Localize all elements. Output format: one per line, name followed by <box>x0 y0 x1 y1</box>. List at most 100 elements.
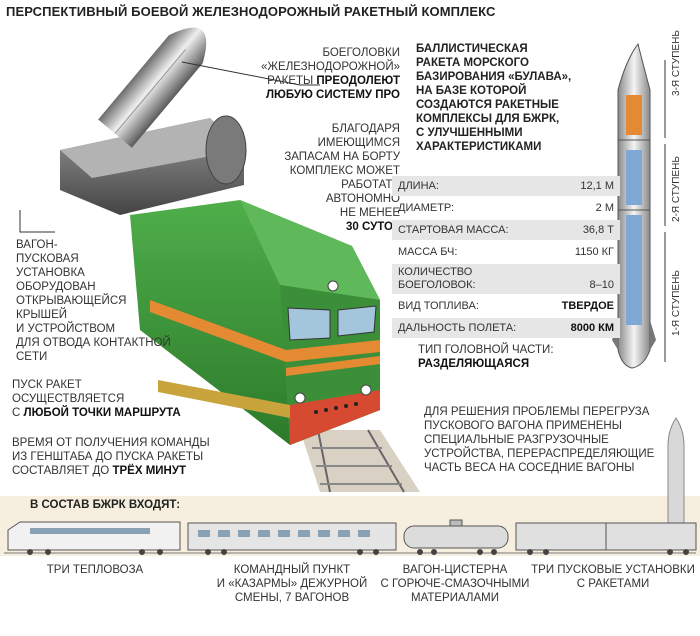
composition-caption: С ГОРЮЧЕ-СМАЗОЧНЫМИ <box>380 578 530 590</box>
spec-label: БОЕГОЛОВОК: <box>398 279 476 291</box>
launcher-line: УСТАНОВКА <box>16 267 85 279</box>
spec-value: 12,1 М <box>580 180 614 192</box>
spec-label: ВИД ТОПЛИВА: <box>398 300 479 312</box>
composition-caption: С РАКЕТАМИ <box>576 578 650 590</box>
locomotive <box>130 200 380 445</box>
overload-line: ЧАСТЬ ВЕСА НА СОСЕДНИЕ ВАГОНЫ <box>424 462 635 474</box>
warheads-text: РАКЕТЫ <box>267 75 317 87</box>
composition-item: ТРИ ТЕПЛОВОЗА <box>20 563 170 577</box>
composition-caption: ВАГОН-ЦИСТЕРНА <box>402 564 508 576</box>
overload-note: ДЛЯ РЕШЕНИЯ ПРОБЛЕМЫ ПЕРЕГРУЗА ПУСКОВОГО… <box>424 405 664 475</box>
spec-row: ДИАМЕТР: 2 М <box>392 198 620 218</box>
leader-lines <box>19 61 320 233</box>
warheads-emphasis: ПРЕОДОЛЕЮТ <box>316 75 400 87</box>
launch-emphasis: ЛЮБОЙ ТОЧКИ МАРШРУТА <box>23 407 181 419</box>
spec-value: 8–10 <box>589 279 614 291</box>
missile-intro-line: БАЗИРОВАНИЯ «БУЛАВА», <box>416 71 572 83</box>
launch-line: ОСУЩЕСТВЛЯЕТСЯ <box>12 393 125 405</box>
stage-3-label: 3-Я СТУПЕНЬ <box>671 30 682 96</box>
warhead-type: ТИП ГОЛОВНОЙ ЧАСТИ: РАЗДЕЛЯЮЩАЯСЯ <box>418 343 618 371</box>
launcher-line: ОТКРЫВАЮЩЕЙСЯ <box>16 295 127 307</box>
overload-line: УСТРОЙСТВА, ПЕРЕРАСПРЕДЕЛЯЮЩИЕ <box>424 448 655 460</box>
spec-row: МАССА БЧ: 1150 КГ <box>392 242 620 262</box>
spec-value: 1150 КГ <box>574 246 614 258</box>
bulava-missile-diagram <box>612 42 656 369</box>
autonomy-emphasis: 30 СУТОК <box>346 221 400 233</box>
spec-label: ДАЛЬНОСТЬ ПОЛЕТА: <box>398 322 517 334</box>
time-note: ВРЕМЯ ОТ ПОЛУЧЕНИЯ КОМАНДЫ ИЗ ГЕНШТАБА Д… <box>12 436 232 478</box>
missile-intro-line: НА БАЗЕ КОТОРОЙ <box>416 85 527 97</box>
spec-value: 2 М <box>595 202 614 214</box>
autonomy-line: РАБОТАТЬ <box>341 179 400 191</box>
warheads-emphasis: ЛЮБУЮ СИСТЕМУ ПРО <box>265 89 400 101</box>
time-line: ВРЕМЯ ОТ ПОЛУЧЕНИЯ КОМАНДЫ <box>12 437 210 449</box>
time-emphasis: ТРЁХ МИНУТ <box>112 465 187 477</box>
launcher-line: ПУСКОВАЯ <box>16 253 79 265</box>
launcher-line: КРЫШЕЙ <box>16 309 68 321</box>
missile-intro-line: КОМПЛЕКСЫ ДЛЯ БЖРК, <box>416 113 560 125</box>
time-text: СОСТАВЛЯЕТ ДО <box>12 465 113 477</box>
composition-caption: ТРИ ПУСКОВЫЕ УСТАНОВКИ <box>531 564 695 576</box>
spec-row: КОЛИЧЕСТВО БОЕГОЛОВОК: 8–10 <box>392 264 620 294</box>
spec-label: СТАРТОВАЯ МАССА: <box>398 224 509 236</box>
launcher-note: ВАГОН- ПУСКОВАЯ УСТАНОВКА ОБОРУДОВАН ОТК… <box>16 238 186 364</box>
launcher-line: И УСТРОЙСТВОМ <box>16 323 116 335</box>
missile-intro-line: ХАРАКТЕРИСТИКАМИ <box>416 141 542 153</box>
composition-caption: СМЕНЫ, 7 ВАГОНОВ <box>234 592 350 604</box>
overload-line: СПЕЦИАЛЬНЫЕ РАЗГРУЗОЧНЫЕ <box>424 434 609 446</box>
composition-caption: МАТЕРИАЛАМИ <box>411 592 499 604</box>
autonomy-line: ИМЕЮЩИМСЯ <box>317 137 400 149</box>
composition-item: КОМАНДНЫЙ ПУНКТ И «КАЗАРМЫ» ДЕЖУРНОЙ СМЕ… <box>186 563 398 605</box>
launcher-line: СЕТИ <box>16 351 48 363</box>
autonomy-line: БЛАГОДАРЯ <box>331 123 400 135</box>
spec-value: 36,8 Т <box>582 224 614 236</box>
time-line: ИЗ ГЕНШТАБА ДО ПУСКА РАКЕТЫ <box>12 451 204 463</box>
composition-item: ВАГОН-ЦИСТЕРНА С ГОРЮЧЕ-СМАЗОЧНЫМИ МАТЕР… <box>380 563 530 605</box>
command-wagon-silhouette <box>187 522 397 555</box>
autonomy-line: АВТОНОМНО <box>325 193 400 205</box>
launch-missile <box>98 27 207 148</box>
launch-text: С <box>12 407 24 419</box>
spec-value: ТВЕРДОЕ <box>561 300 614 312</box>
launcher-line: ВАГОН- <box>16 239 58 251</box>
tank-wagon-silhouette <box>403 519 509 555</box>
autonomy-line: КОМПЛЕКС МОЖЕТ <box>289 165 400 177</box>
composition-item: ТРИ ПУСКОВЫЕ УСТАНОВКИ С РАКЕТАМИ <box>530 563 696 591</box>
warheads-line: ЛЮБУЮ СИСТЕМУ ПРО <box>230 88 400 102</box>
launcher-wagon <box>60 115 247 215</box>
missile-intro-line: РАКЕТА МОРСКОГО <box>416 57 529 69</box>
launch-line: ПУСК РАКЕТ <box>12 379 82 391</box>
overload-line: ДЛЯ РЕШЕНИЯ ПРОБЛЕМЫ ПЕРЕГРУЗА <box>424 406 650 418</box>
composition-title: В СОСТАВ БЖРК ВХОДЯТ: <box>30 499 181 511</box>
warhead-type-value: РАЗДЕЛЯЮЩАЯСЯ <box>418 358 530 370</box>
locomotive-silhouette <box>7 521 181 555</box>
warheads-line: БОЕГОЛОВКИ <box>322 47 400 59</box>
warhead-type-label: ТИП ГОЛОВНОЙ ЧАСТИ: <box>418 344 554 356</box>
spec-row: ДАЛЬНОСТЬ ПОЛЕТА: 8000 КМ <box>392 318 620 338</box>
missile-intro-line: С УЛУЧШЕННЫМИ <box>416 127 523 139</box>
autonomy-note: БЛАГОДАРЯ ИМЕЮЩИМСЯ ЗАПАСАМ НА БОРТУ КОМ… <box>250 122 400 234</box>
time-line: СОСТАВЛЯЕТ ДО ТРЁХ МИНУТ <box>12 464 232 478</box>
spec-label: МАССА БЧ: <box>398 246 458 258</box>
launcher-line: ОБОРУДОВАН <box>16 281 96 293</box>
warheads-line: «ЖЕЛЕЗНОДОРОЖНОЙ» <box>261 61 400 73</box>
spec-row: ВИД ТОПЛИВА: ТВЕРДОЕ <box>392 296 620 316</box>
autonomy-line: ЗАПАСАМ НА БОРТУ <box>284 151 400 163</box>
spec-label: ДЛИНА: <box>398 180 439 192</box>
missile-intro-line: СОЗДАЮТСЯ РАКЕТНЫЕ <box>416 99 559 111</box>
spec-row: СТАРТОВАЯ МАССА: 36,8 Т <box>392 220 620 240</box>
missile-intro-line: БАЛЛИСТИЧЕСКАЯ <box>416 43 528 55</box>
spec-label: КОЛИЧЕСТВО <box>398 266 473 278</box>
stage-2-label: 2-Я СТУПЕНЬ <box>671 156 682 222</box>
missile-height-icon <box>667 417 685 541</box>
spec-label: ДИАМЕТР: <box>398 202 455 214</box>
launch-line: С ЛЮБОЙ ТОЧКИ МАРШРУТА <box>12 406 212 420</box>
composition-caption: И «КАЗАРМЫ» ДЕЖУРНОЙ <box>216 578 368 590</box>
missile-intro: БАЛЛИСТИЧЕСКАЯ РАКЕТА МОРСКОГО БАЗИРОВАН… <box>416 42 616 154</box>
composition-caption: КОМАНДНЫЙ ПУНКТ <box>233 564 351 576</box>
launch-note: ПУСК РАКЕТ ОСУЩЕСТВЛЯЕТСЯ С ЛЮБОЙ ТОЧКИ … <box>12 378 212 420</box>
launcher-wagon-silhouette <box>515 522 697 555</box>
stage-1-label: 1-Я СТУПЕНЬ <box>671 270 682 336</box>
spec-value: 8000 КМ <box>570 322 614 334</box>
